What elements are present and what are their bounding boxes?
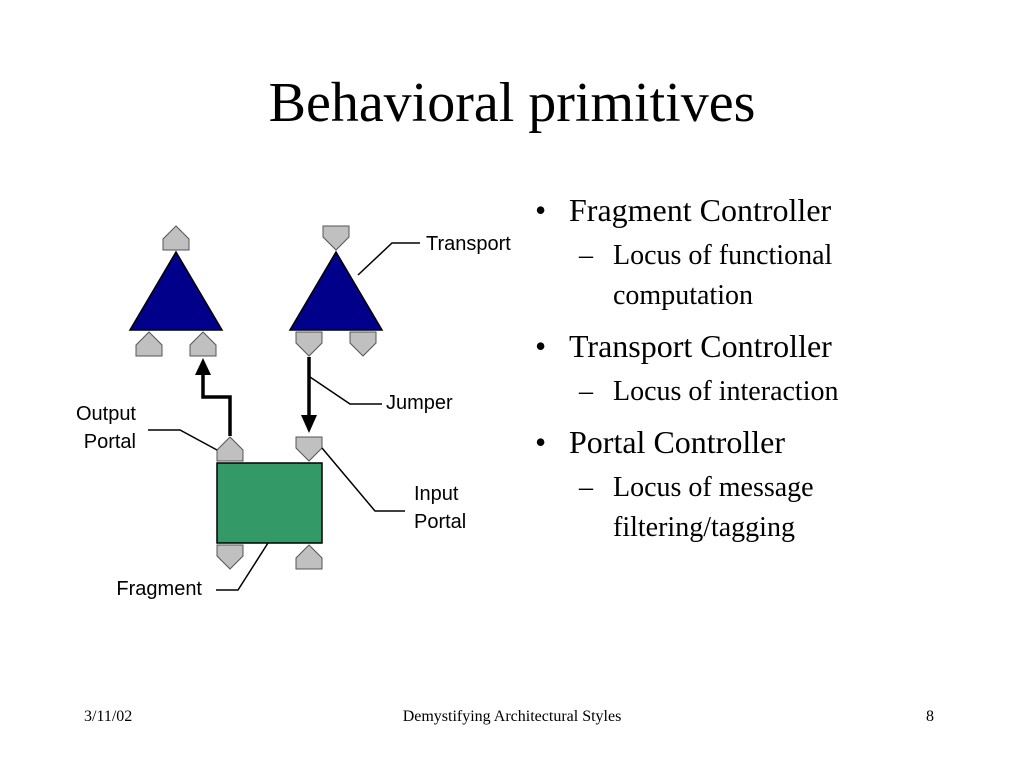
jumper-arrowhead xyxy=(301,415,317,433)
output-connection-line xyxy=(201,374,232,436)
fragment-box xyxy=(216,462,323,544)
footer-title: Demystifying Architectural Styles xyxy=(402,708,622,725)
sub-bullet-marker: – xyxy=(579,472,593,503)
sub-bullet-item: – Locus of message filtering/tagging xyxy=(535,468,1015,548)
left-controller-triangle xyxy=(128,250,224,331)
sub-bullet-item: – Locus of interaction xyxy=(535,372,1015,412)
output-portal-label-line1: Output xyxy=(76,403,136,425)
sub-bullet-item: – Locus of functional computation xyxy=(535,236,1015,316)
bullet-text: Portal Controller xyxy=(569,424,785,460)
input-portal-callout-line xyxy=(321,447,405,512)
output-portal-callout-line xyxy=(148,429,218,451)
fragment-bottom-right-portal xyxy=(295,544,323,570)
sub-bullet-marker: – xyxy=(579,240,593,271)
footer-date: 3/11/02 xyxy=(84,708,133,725)
output-connection-arrowhead xyxy=(195,358,211,375)
transport-label: Transport xyxy=(426,233,511,255)
jumper-callout-line xyxy=(309,376,382,405)
input-portal-label-line1: Input xyxy=(414,483,459,505)
sub-bullet-text-line1: Locus of interaction xyxy=(613,376,839,407)
footer-page-number: 8 xyxy=(926,708,934,725)
bullet-text: Fragment Controller xyxy=(569,192,832,228)
transport-triangle xyxy=(288,250,384,331)
bullet-item: • Portal Controller xyxy=(535,422,1015,462)
transport-bottom-left-portal xyxy=(295,331,323,357)
fragment-label: Fragment xyxy=(116,578,202,600)
transport-bottom-right-portal xyxy=(349,331,377,357)
bullet-marker: • xyxy=(535,192,547,228)
bullet-marker: • xyxy=(535,328,547,364)
sub-bullet-text-line1: Locus of functional xyxy=(613,240,833,271)
slide-title: Behavioral primitives xyxy=(268,72,756,134)
jumper-label: Jumper xyxy=(386,392,453,414)
bullet-item: • Transport Controller xyxy=(535,326,1015,366)
bullet-item: • Fragment Controller xyxy=(535,190,1015,230)
left-triangle-bottom-left-portal xyxy=(135,331,163,357)
fragment-callout-line xyxy=(216,542,269,591)
output-portal-label-line2: Portal xyxy=(84,431,136,453)
sub-bullet-marker: – xyxy=(579,376,593,407)
output-portal-shape xyxy=(216,436,244,462)
input-portal-shape xyxy=(295,436,323,462)
transport-top-portal xyxy=(322,225,350,251)
fragment-bottom-left-portal xyxy=(216,544,244,570)
left-triangle-bottom-right-portal xyxy=(189,331,217,357)
transport-callout-line xyxy=(357,242,420,276)
sub-bullet-text-line1: Locus of message xyxy=(613,472,814,503)
sub-bullet-text-line2: computation xyxy=(613,280,753,311)
bullet-list: • Fragment Controller – Locus of functio… xyxy=(535,190,1015,558)
left-triangle-top-portal xyxy=(162,225,190,251)
sub-bullet-text-line2: filtering/tagging xyxy=(613,512,795,543)
input-portal-label-line2: Portal xyxy=(414,511,466,533)
bullet-text: Transport Controller xyxy=(569,328,832,364)
bullet-marker: • xyxy=(535,424,547,460)
